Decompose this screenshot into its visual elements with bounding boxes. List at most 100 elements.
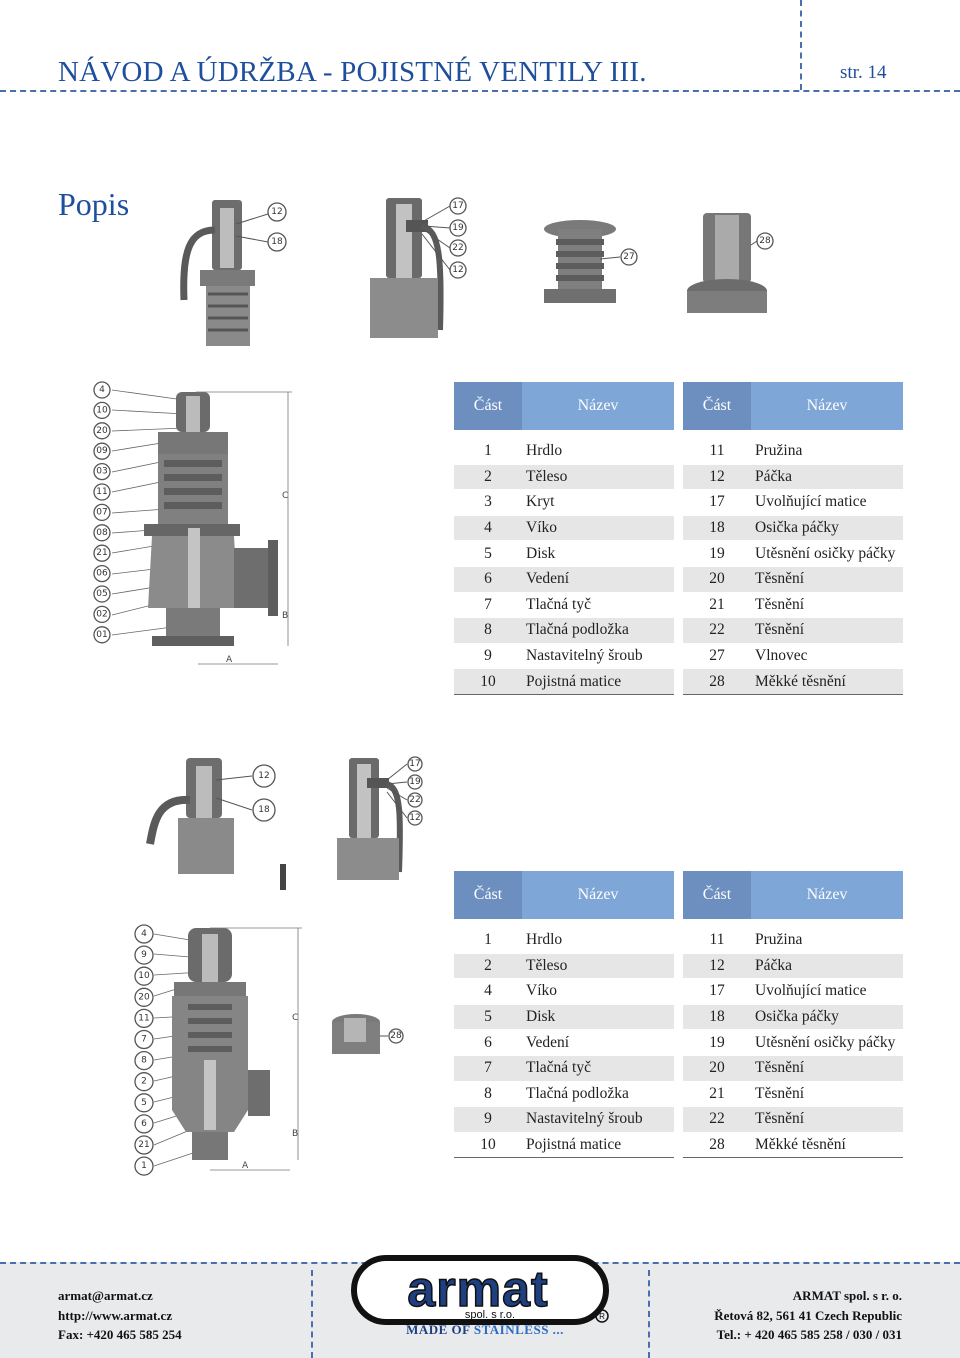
part-number: 21 [683, 1081, 751, 1108]
callout-circle [134, 1156, 154, 1176]
part-number: 7 [454, 592, 522, 619]
part-name: Těsnění [751, 592, 903, 619]
valve-detail-lever-2: 12 18 [146, 758, 286, 890]
dim-c: C [292, 1013, 298, 1023]
callout-17: 17 [452, 201, 463, 211]
part-name: Osička páčky [751, 1004, 903, 1031]
part-number: 18 [683, 515, 751, 542]
part-number: 5 [454, 540, 522, 567]
part-number: 18 [683, 1004, 751, 1031]
callout-label: 08 [96, 528, 108, 538]
footer-company: ARMAT spol. s r. o. [792, 1288, 902, 1303]
part-number: 21 [683, 592, 751, 619]
footer-email[interactable]: armat@armat.cz [58, 1288, 153, 1303]
part-name: Víko [522, 515, 674, 542]
part-number: 2 [454, 464, 522, 491]
part-number: 12 [683, 464, 751, 491]
svg-text:R: R [599, 1312, 605, 1321]
callout-label: 02 [96, 609, 107, 619]
callout-18: 18 [271, 237, 283, 247]
page-number: str. 14 [840, 62, 887, 83]
footer-fax: Fax: +420 465 585 254 [58, 1327, 182, 1342]
callout-label: 11 [138, 1013, 149, 1023]
callout-circle [93, 626, 111, 644]
part-number: 6 [454, 1029, 522, 1056]
callout-label: 20 [138, 992, 150, 1002]
part-name: Vedení [522, 566, 674, 593]
callout-label: 1 [141, 1161, 147, 1171]
part-number: 8 [454, 617, 522, 644]
part-number: 9 [454, 1106, 522, 1133]
callout-circle [134, 1008, 154, 1029]
callout-27: 27 [623, 252, 634, 262]
footer-phone: Tel.: + 420 465 585 258 / 030 / 031 [716, 1327, 902, 1342]
dim-a: A [226, 655, 233, 665]
part-number: 27 [683, 643, 751, 670]
part-name: Tlačná tyč [522, 592, 674, 619]
page-title: NÁVOD A ÚDRŽBA - POJISTNÉ VENTILY III. [58, 56, 647, 88]
part-name: Osička páčky [751, 515, 903, 542]
callout-circle [93, 422, 111, 440]
callout-22: 22 [452, 243, 463, 253]
part-number: 3 [454, 489, 522, 516]
callout-label: 21 [138, 1140, 149, 1150]
part-number: 11 [683, 438, 751, 465]
part-name: Měkké těsnění [751, 668, 903, 695]
callout-circle [134, 966, 154, 986]
callout-18: 18 [258, 805, 270, 815]
callout-circle [134, 1135, 154, 1155]
callout-label: 07 [96, 507, 107, 517]
callout-circle [134, 1050, 154, 1071]
part-number: 20 [683, 1055, 751, 1082]
part-number: 22 [683, 1106, 751, 1133]
col-header-name: Název [751, 871, 903, 919]
part-name: Utěsnění osičky páčky [751, 540, 903, 567]
callout-label: 10 [138, 971, 150, 981]
col-header-part: Část [454, 871, 522, 919]
callout-circle [93, 524, 111, 542]
footer-website[interactable]: http://www.armat.cz [58, 1307, 173, 1323]
callout-circle [93, 503, 111, 522]
footer-contact: armat@armat.cz http://www.armat.cz Fax: … [58, 1286, 182, 1345]
part-number: 11 [683, 927, 751, 954]
part-name: Víko [522, 978, 674, 1005]
armat-logo: armat spol. s r.o. R [351, 1255, 609, 1325]
part-number: 1 [454, 927, 522, 954]
callout-circle [93, 401, 111, 420]
col-header-name: Název [522, 382, 674, 430]
bellows-detail: 27 [544, 220, 638, 303]
part-name: Uvolňující matice [751, 489, 903, 516]
part-name: Pojistná matice [522, 668, 674, 695]
section-title: Popis [58, 186, 130, 222]
part-number: 1 [454, 438, 522, 465]
part-name: Utěsnění osičky páčky [751, 1029, 903, 1056]
part-number: 7 [454, 1055, 522, 1082]
soft-seal-detail: 28 [687, 213, 774, 313]
dim-b: B [282, 611, 288, 621]
dim-c: C [282, 491, 288, 501]
part-name: Tlačná podložka [522, 1081, 674, 1108]
part-number: 4 [454, 515, 522, 542]
col-header-part: Část [454, 382, 522, 430]
part-name: Těleso [522, 464, 674, 491]
callout-label: 4 [141, 929, 147, 939]
part-name: Pojistná matice [522, 1132, 674, 1159]
callout-label: 05 [96, 589, 107, 599]
callout-label: 5 [141, 1098, 147, 1108]
